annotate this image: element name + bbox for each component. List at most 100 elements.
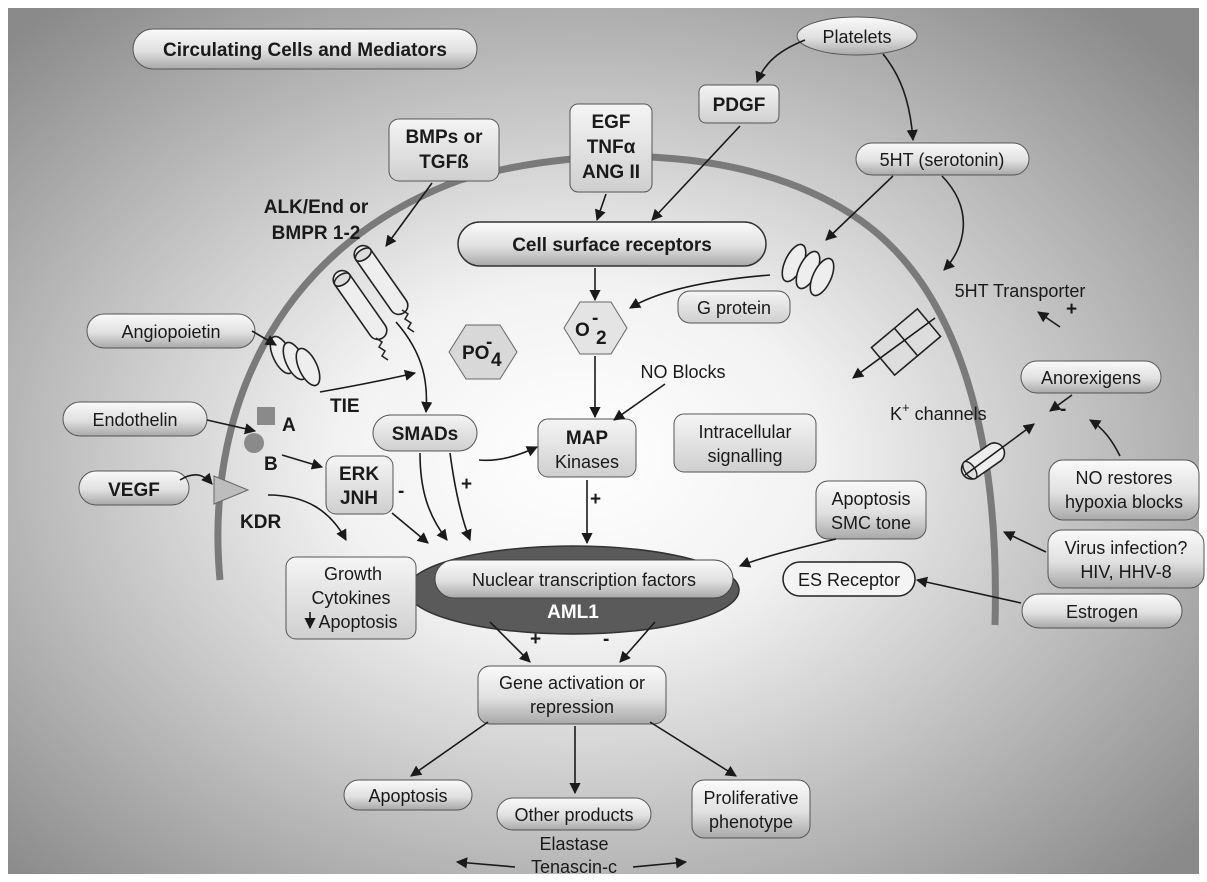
apoptosis-smc-box bbox=[815, 480, 927, 540]
virus-label-1: Virus infection? bbox=[1065, 538, 1188, 558]
bmps-label: BMPs or bbox=[405, 127, 483, 148]
g-protein-label: G protein bbox=[697, 298, 771, 318]
other-products-box bbox=[496, 797, 652, 831]
transcription-factors-box bbox=[434, 559, 734, 599]
receptor-b-shape bbox=[244, 433, 264, 453]
title: Circulating Cells and Mediators bbox=[163, 40, 447, 61]
sign-transporter-plus: + bbox=[1066, 299, 1077, 320]
no-restores-label-2: hypoxia blocks bbox=[1065, 492, 1183, 512]
intracellular-label-2: signalling bbox=[707, 446, 782, 466]
sign-nucleus-minus: - bbox=[603, 629, 609, 650]
estrogen-label: Estrogen bbox=[1066, 602, 1138, 622]
superoxide-sub: 2 bbox=[596, 328, 607, 349]
arrow-nucleus-gene-minus bbox=[619, 621, 656, 663]
arrow-gpcr-o2 bbox=[629, 274, 771, 309]
cell-membrane bbox=[214, 153, 999, 626]
apoptosis-smc-label-1: Apoptosis bbox=[831, 489, 910, 509]
arrow-vegf-kdr bbox=[179, 472, 213, 485]
transcription-factors-label: Nuclear transcription factors bbox=[472, 570, 696, 590]
sign-map-plus: + bbox=[590, 489, 601, 510]
arrow-5ht-gpcr bbox=[825, 175, 894, 241]
tenascin-label: Tenascin-c bbox=[531, 857, 617, 877]
serotonin-label: 5HT (serotonin) bbox=[880, 150, 1005, 170]
kdr-label: KDR bbox=[240, 512, 281, 533]
arrow-5ht-transporter bbox=[941, 175, 965, 271]
gene-activation-label-1: Gene activation or bbox=[499, 673, 645, 693]
es-receptor-box bbox=[782, 561, 916, 597]
cytokines-label: Cytokines bbox=[311, 588, 390, 608]
arrow-gene-apoptosis bbox=[410, 721, 489, 777]
pdgf-label: PDGF bbox=[713, 95, 766, 116]
arrow-endothelin-a bbox=[206, 419, 257, 435]
no-blocks-label: NO Blocks bbox=[640, 362, 725, 382]
sign-nucleus-plus: + bbox=[530, 629, 541, 650]
pdgf-box bbox=[698, 84, 780, 124]
vegf-box bbox=[78, 470, 190, 506]
vegf-label: VEGF bbox=[108, 480, 160, 501]
alk-tail-1 bbox=[401, 309, 415, 333]
arrow-transporter-out bbox=[852, 317, 936, 379]
arrow-anorexigen-transporter bbox=[1037, 311, 1061, 328]
g-protein-box bbox=[677, 290, 791, 324]
alk-label-2: BMPR 1-2 bbox=[272, 223, 361, 244]
phosphate-sub: 4 bbox=[491, 350, 502, 371]
angiopoietin-box bbox=[86, 313, 256, 349]
anorexigens-label: Anorexigens bbox=[1041, 368, 1141, 388]
arrow-estrogen-es bbox=[915, 576, 1022, 604]
arrow-gene-prolif bbox=[649, 721, 737, 777]
arrow-kdr-nucleus bbox=[267, 494, 347, 541]
no-restores-label-1: NO restores bbox=[1075, 468, 1172, 488]
aml1-label: AML1 bbox=[547, 602, 599, 623]
elastase-label: Elastase bbox=[539, 834, 608, 854]
erk-label: ERK bbox=[339, 464, 379, 485]
kdr-receptor-shape bbox=[213, 475, 250, 505]
alk-receptor-shape bbox=[332, 244, 409, 341]
k-channels-label: K+ channels bbox=[890, 400, 987, 424]
title-box bbox=[132, 28, 478, 70]
arrow-elastase-left bbox=[455, 857, 516, 869]
proliferative-box bbox=[691, 779, 811, 839]
superoxide-hexagon bbox=[563, 301, 628, 355]
sign-smads-plus: + bbox=[461, 474, 472, 495]
egf-box bbox=[569, 103, 653, 193]
transporter-label: 5HT Transporter bbox=[955, 281, 1086, 301]
bmps-box bbox=[388, 118, 500, 182]
smads-box bbox=[372, 414, 478, 452]
estrogen-box bbox=[1021, 593, 1183, 629]
proliferative-label-1: Proliferative bbox=[703, 788, 798, 808]
apoptosis-down-label: Apoptosis bbox=[318, 612, 397, 632]
growth-label: Growth bbox=[324, 564, 382, 584]
arrows bbox=[179, 39, 1121, 869]
arrow-pdgf-receptor bbox=[651, 125, 741, 221]
arrow-egf-receptor bbox=[595, 193, 607, 222]
arrow-smads-nucleus-plus bbox=[449, 452, 472, 542]
gpcr-shape bbox=[781, 243, 835, 297]
sign-anorexigen-minus: - bbox=[1060, 399, 1066, 420]
tie-label: TIE bbox=[330, 396, 360, 417]
apoptosis-outcome-label: Apoptosis bbox=[368, 786, 447, 806]
map-kinases-label-1: MAP bbox=[566, 428, 609, 449]
arrow-angiopoietin-tie bbox=[251, 330, 277, 346]
phosphate-sup: - bbox=[486, 332, 492, 353]
arrow-virus-membrane bbox=[1002, 531, 1047, 553]
sign-smads-minus: - bbox=[398, 481, 404, 502]
ang-label: ANG II bbox=[582, 162, 640, 183]
arrow-bmps-alk bbox=[385, 182, 433, 247]
gene-activation-label-2: repression bbox=[530, 697, 614, 717]
other-products-label: Other products bbox=[514, 805, 633, 825]
arrow-erk-nucleus bbox=[391, 512, 429, 544]
arrow-noblocks-map bbox=[613, 383, 666, 421]
arrow-k-channel-out bbox=[964, 423, 1035, 476]
arrow-nucleus-gene-plus bbox=[489, 621, 531, 663]
endothelin-label: Endothelin bbox=[92, 410, 177, 430]
arrow-platelets-5ht bbox=[882, 53, 918, 142]
receptor-b-label: B bbox=[264, 454, 278, 475]
arrow-smads-nucleus-minus bbox=[419, 452, 448, 541]
endothelin-box bbox=[62, 401, 208, 437]
platelets-label: Platelets bbox=[822, 27, 891, 47]
platelets-box bbox=[796, 16, 918, 56]
intracellular-box bbox=[673, 413, 817, 473]
cell-surface-receptors-box bbox=[457, 221, 767, 267]
intracellular-label-1: Intracellular bbox=[698, 422, 791, 442]
